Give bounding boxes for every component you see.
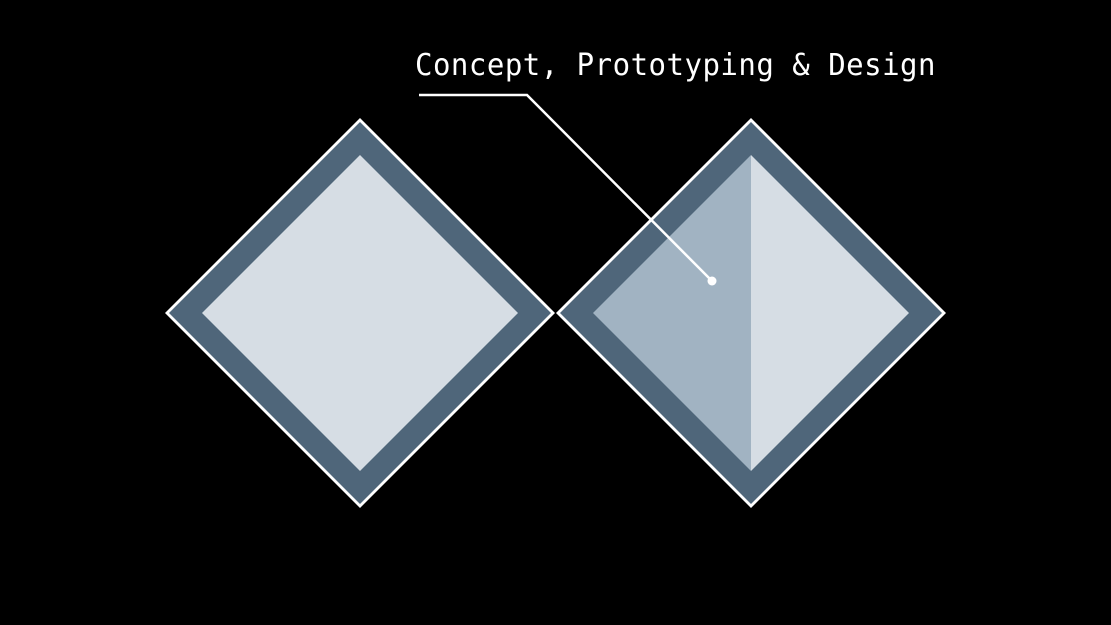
- right-diamond-inner-right: [751, 155, 909, 471]
- callout-label: Concept, Prototyping & Design: [415, 48, 936, 83]
- left-diamond: [165, 118, 555, 508]
- callout-leader-line: [419, 93, 713, 282]
- callout-dot: [707, 276, 717, 286]
- right-diamond-highlight-half: [593, 155, 751, 471]
- right-diamond: [556, 118, 946, 508]
- left-diamond-inner: [202, 155, 518, 471]
- callout-pointer: [419, 93, 717, 286]
